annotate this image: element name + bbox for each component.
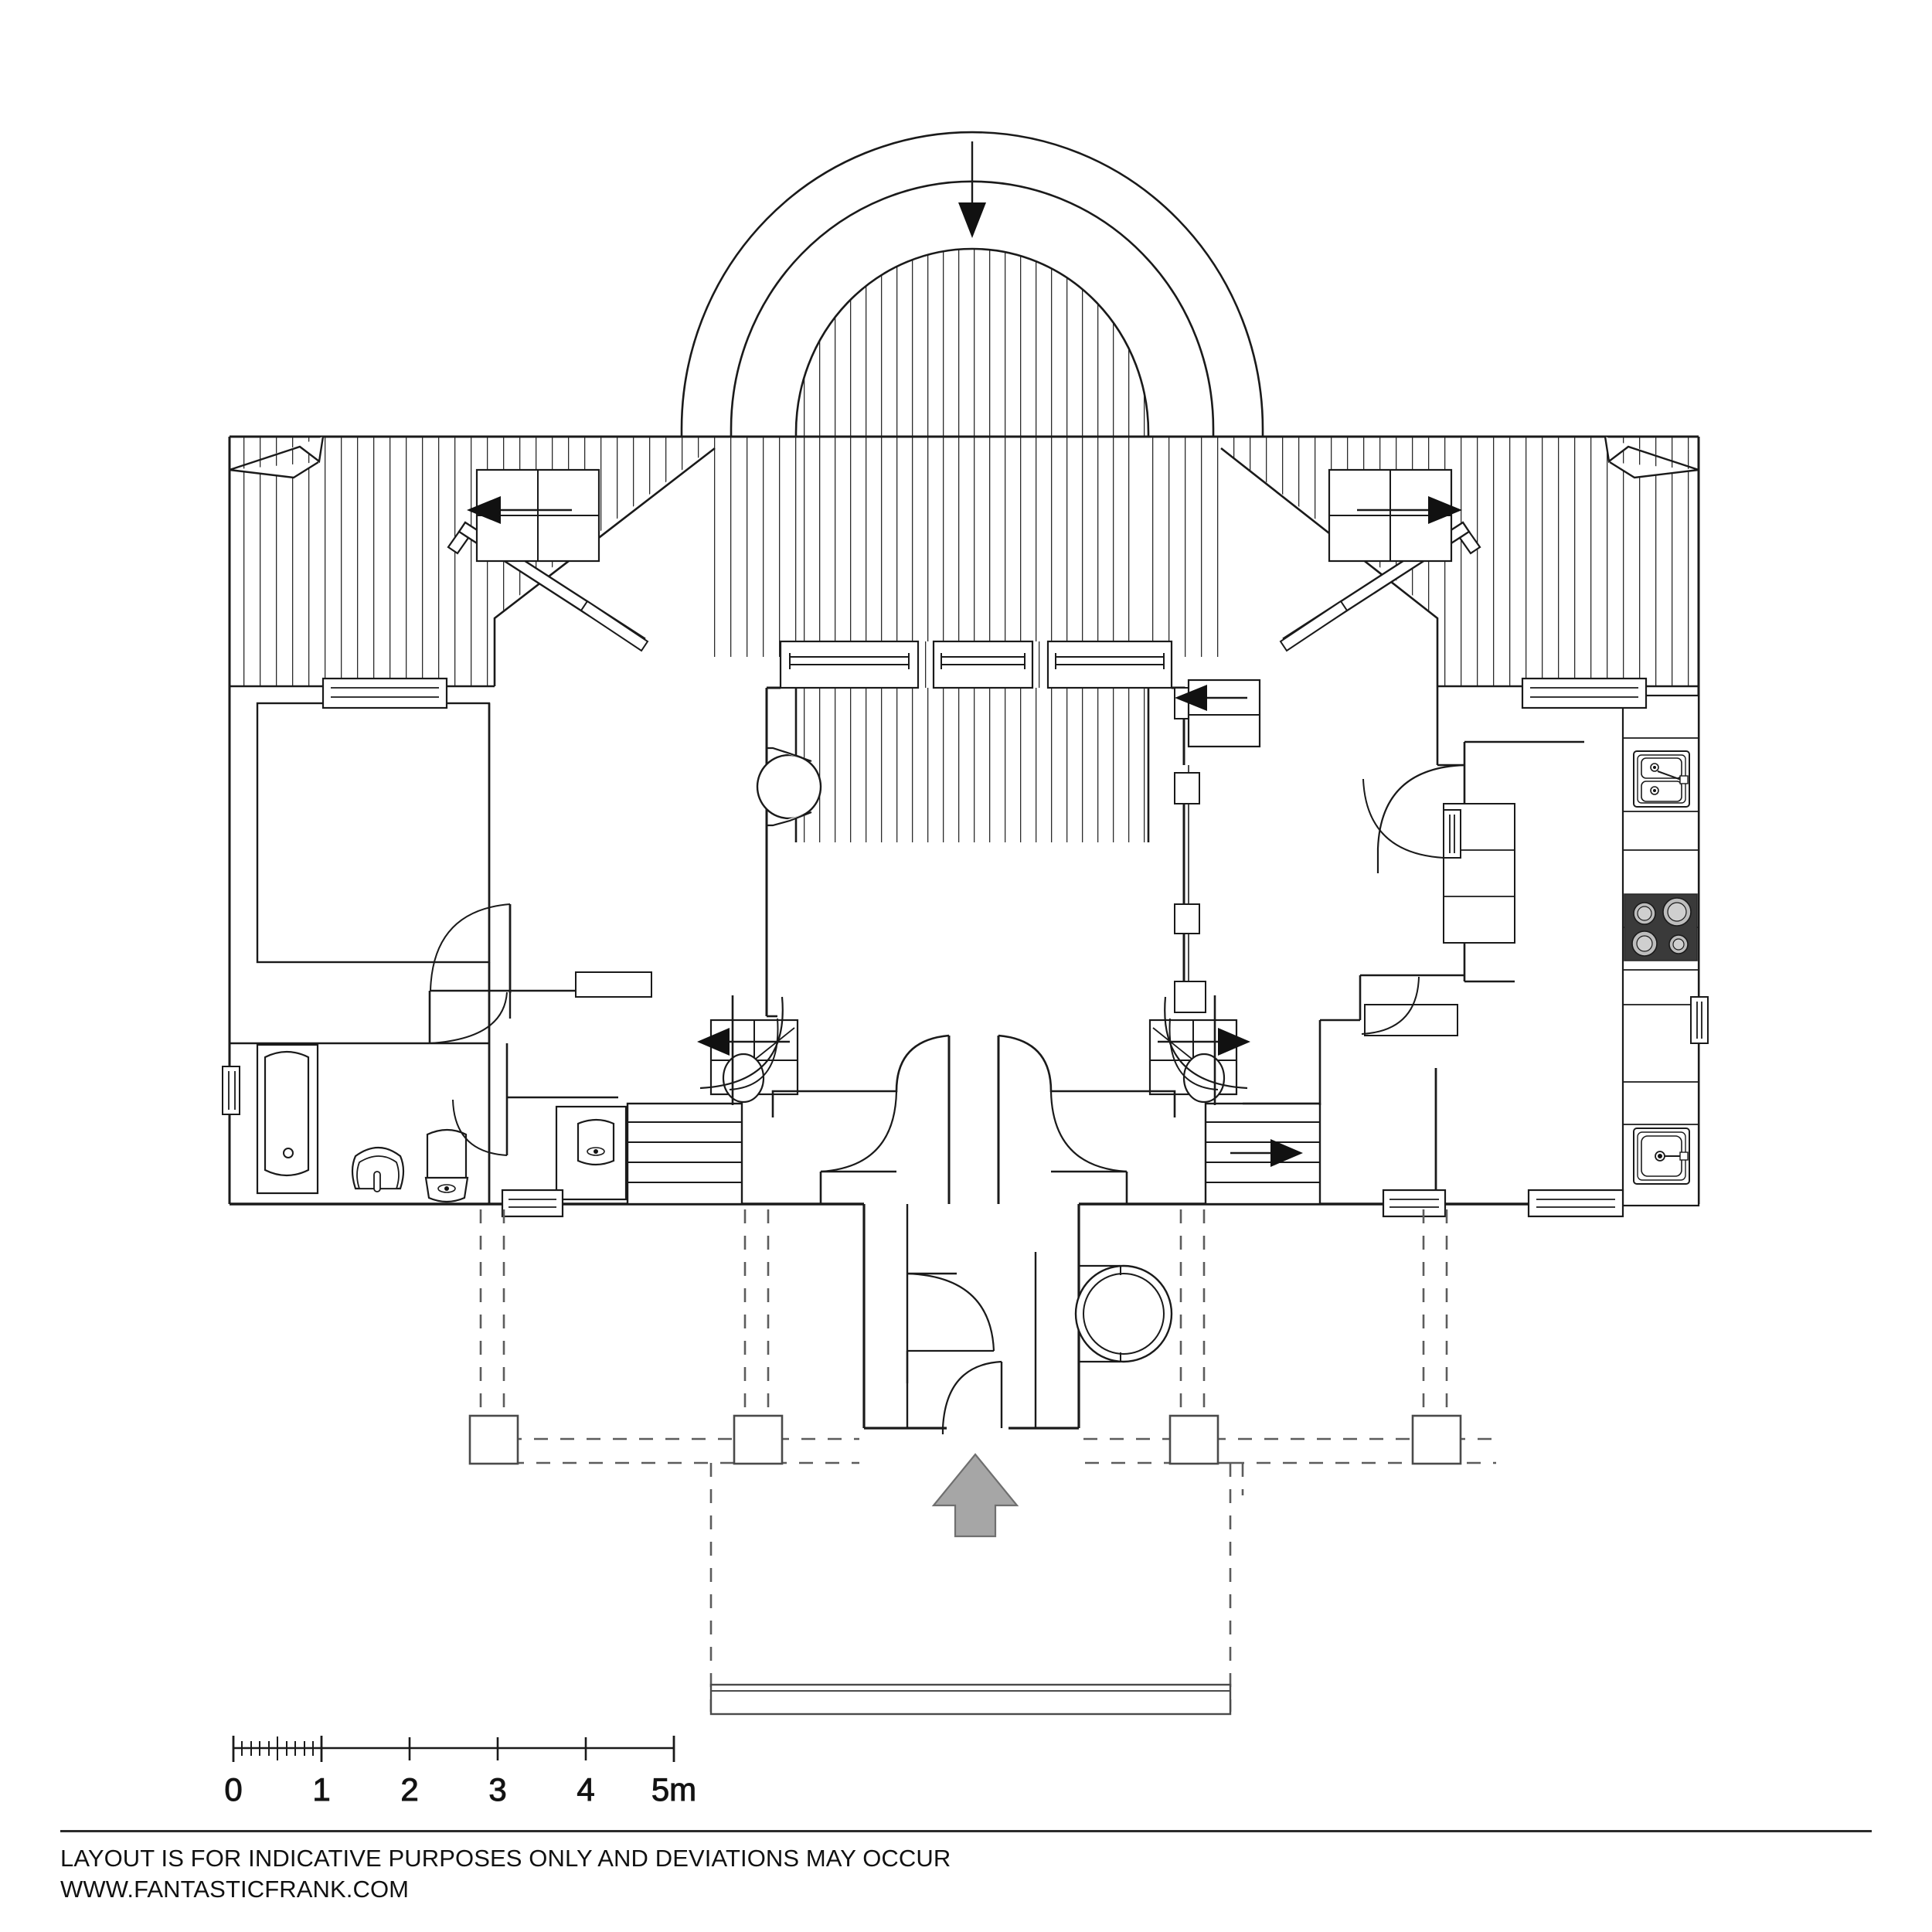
entrance-direction-arrow [931,1453,1019,1538]
scale-tick-2: 2 [400,1771,418,1808]
footer-divider [60,1830,1872,1832]
entry-vestibule [862,1204,1173,1434]
scale-tick-3: 3 [488,1771,506,1808]
hall-stair-east-upper [1148,995,1250,1105]
four-burner-cooktop [1624,893,1698,961]
wc-toilet [577,1118,615,1166]
terrace-stair-right [1328,468,1462,563]
garden-step [709,1683,1232,1716]
footer-disclaimer: LAYOUT IS FOR INDICATIVE PURPOSES ONLY A… [60,1845,951,1872]
scale-bar: 0 1 2 3 4 5m [224,1736,697,1808]
terrace-stair-arrow-right [1357,496,1462,524]
round-tiled-stove-living [756,747,822,827]
porch-pillars [468,1414,1462,1465]
double-sink [1633,750,1690,808]
balcony-access-arrow [958,141,986,238]
east-room-north-window [1521,677,1648,709]
central-hall [771,1034,1176,1204]
south-windows [501,1189,1624,1218]
east-rooms [1243,686,1584,1204]
east-stair-arrow [1230,1139,1303,1167]
scale-tick-0: 0 [224,1771,242,1808]
scale-tick-1: 1 [312,1771,330,1808]
west-bedroom [256,677,491,964]
footer-website: WWW.FANTASTICFRANK.COM [60,1876,410,1903]
washbasin [351,1147,405,1192]
terrace-stair-left [467,468,600,563]
scale-tick-5: 5m [651,1771,696,1808]
east-side-step [1175,679,1261,748]
round-tiled-stove-entry [1074,1264,1173,1363]
corner-notch-left [229,436,325,479]
single-sink [1633,1128,1690,1185]
terrace-stair-arrow-left [467,496,572,524]
kitchen [1621,694,1709,1207]
arched-balcony [680,131,1264,842]
corner-notch-right [1604,436,1699,479]
toilet [424,1128,469,1203]
living-room-north-windows [779,640,1173,689]
side-step-arrow [1175,685,1247,711]
hall-stair-west [626,1102,743,1206]
footer: LAYOUT IS FOR INDICATIVE PURPOSES ONLY A… [60,1843,1869,1906]
scale-tick-4: 4 [577,1771,594,1808]
porch-outline [479,1209,1496,1712]
bathroom [222,962,491,1204]
west-hall-doors [428,903,652,1156]
bathtub [256,1043,319,1195]
hall-stair-east [1204,1102,1321,1206]
